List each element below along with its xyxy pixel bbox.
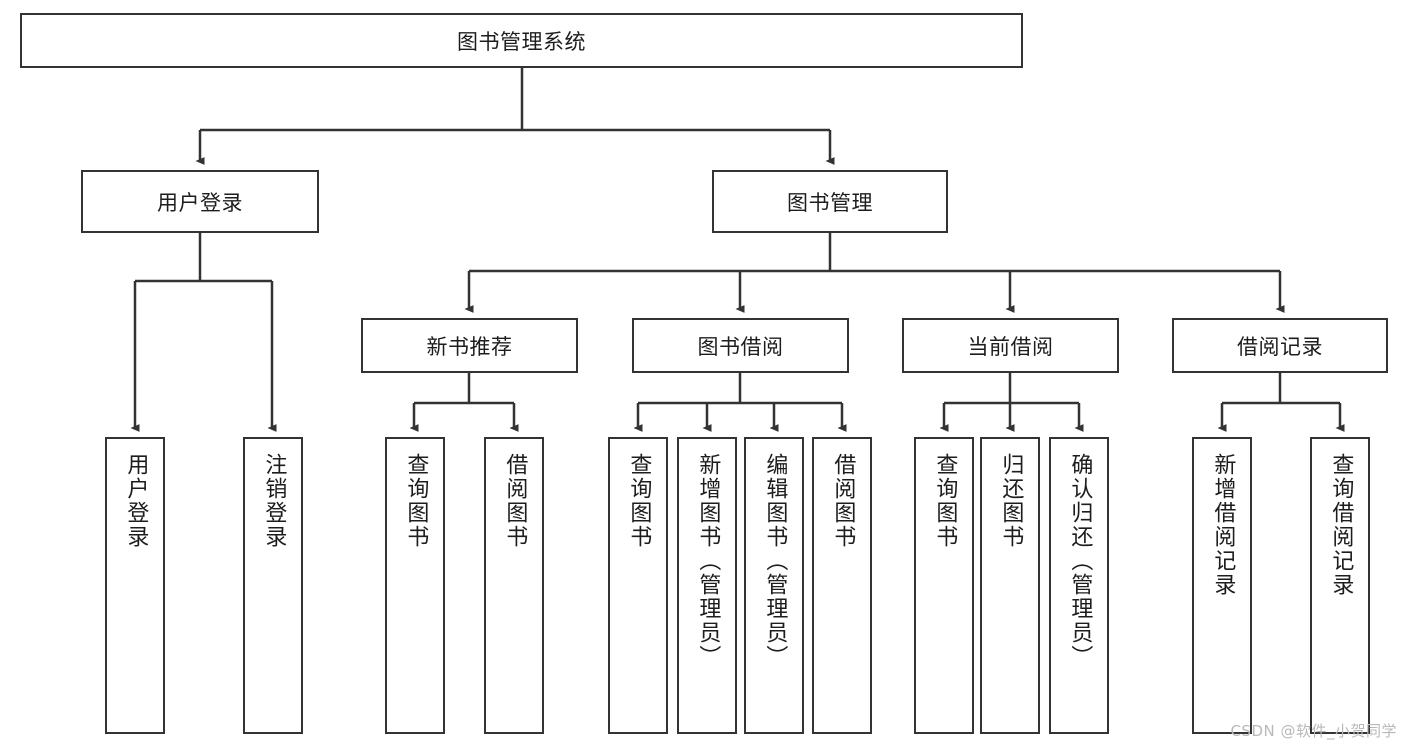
leaf-query-book-borrow[interactable]: 查询图书 <box>608 437 668 734</box>
node-label: 当前借阅 <box>967 334 1054 359</box>
leaf-edit-book-admin[interactable]: 编辑图书（管理员） <box>744 437 804 734</box>
leaf-label: 借阅图书 <box>830 453 856 549</box>
node-current-borrow[interactable]: 当前借阅 <box>902 318 1119 373</box>
leaf-query-book-current[interactable]: 查询图书 <box>914 437 974 734</box>
leaf-label: 编辑图书（管理员） <box>762 453 788 669</box>
node-book-management[interactable]: 图书管理 <box>712 170 948 233</box>
leaf-add-book-admin[interactable]: 新增图书（管理员） <box>677 437 737 734</box>
leaf-label: 用户登录 <box>123 453 149 549</box>
leaf-label: 确认归还（管理员） <box>1067 453 1093 669</box>
node-root-system[interactable]: 图书管理系统 <box>20 13 1023 68</box>
leaf-user-login[interactable]: 用户登录 <box>105 437 165 734</box>
leaf-label: 新增借阅记录 <box>1210 453 1236 597</box>
leaf-add-borrow-record[interactable]: 新增借阅记录 <box>1192 437 1252 734</box>
node-label: 新书推荐 <box>426 334 513 359</box>
leaf-logout[interactable]: 注销登录 <box>243 437 303 734</box>
leaf-return-book[interactable]: 归还图书 <box>980 437 1040 734</box>
node-label: 借阅记录 <box>1237 334 1323 359</box>
node-borrow-record[interactable]: 借阅记录 <box>1172 318 1388 373</box>
leaf-borrow-book-action[interactable]: 借阅图书 <box>812 437 872 734</box>
leaf-label: 注销登录 <box>261 453 287 549</box>
node-label: 用户登录 <box>157 190 243 215</box>
leaf-confirm-return-admin[interactable]: 确认归还（管理员） <box>1049 437 1109 734</box>
leaf-borrow-book-new[interactable]: 借阅图书 <box>484 437 544 734</box>
node-book-borrow[interactable]: 图书借阅 <box>632 318 849 373</box>
leaf-label: 归还图书 <box>998 453 1024 549</box>
leaf-query-book-new[interactable]: 查询图书 <box>385 437 445 734</box>
leaf-label: 查询借阅记录 <box>1328 453 1354 597</box>
leaf-label: 借阅图书 <box>502 453 528 549</box>
leaf-label: 新增图书（管理员） <box>695 453 721 669</box>
csdn-watermark: CSDN @软件_小贺同学 <box>1230 722 1397 740</box>
leaf-query-borrow-record[interactable]: 查询借阅记录 <box>1310 437 1370 734</box>
node-new-book-recommend[interactable]: 新书推荐 <box>361 318 578 373</box>
node-user-login[interactable]: 用户登录 <box>81 170 319 233</box>
leaf-label: 查询图书 <box>932 453 958 549</box>
node-label: 图书管理 <box>787 190 873 215</box>
node-label: 图书管理系统 <box>457 29 586 54</box>
leaf-label: 查询图书 <box>626 453 652 549</box>
node-label: 图书借阅 <box>697 334 784 359</box>
leaf-label: 查询图书 <box>403 453 429 549</box>
